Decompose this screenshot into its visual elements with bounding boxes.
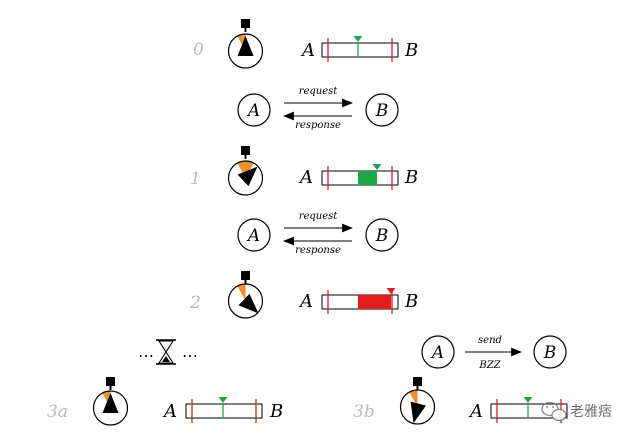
node-b-circle (533, 335, 567, 369)
node-a-label: A (162, 401, 177, 422)
green-pointer-icon (372, 164, 382, 170)
step-label: 3b (353, 402, 375, 422)
node-b-label: B (404, 167, 418, 188)
window-bar (185, 397, 263, 423)
ellipsis-right: … (182, 342, 198, 361)
node-b-label: B (269, 401, 283, 422)
stopwatch-icon (227, 19, 264, 69)
node-a-label: A (298, 291, 313, 312)
filled-segment (358, 295, 391, 309)
send-label: send (478, 335, 502, 346)
green-pointer-icon (353, 36, 363, 42)
request-label: request (299, 211, 339, 222)
step-0: 0 A B (193, 19, 418, 69)
stopwatch-icon (399, 377, 436, 425)
node-a-circle (237, 218, 271, 252)
watermark: 老雅痞 (541, 401, 612, 422)
response-label: response (295, 245, 341, 256)
filled-segment (358, 171, 377, 185)
window-bar (321, 36, 399, 62)
send-exchange: A B send BZZ (421, 335, 567, 371)
node-b-circle (365, 218, 399, 252)
node-a-label: A (430, 343, 444, 363)
node-b-label: B (404, 40, 418, 61)
step-3b: 3b A (353, 377, 568, 425)
window-bar (321, 288, 399, 314)
node-a-circle (421, 335, 455, 369)
stopwatch-icon (92, 377, 129, 426)
red-pointer-icon (386, 288, 396, 294)
exchange-1: A B request response (237, 86, 399, 131)
step-2: 2 A B (189, 271, 418, 319)
node-a-label: A (246, 101, 260, 121)
node-a-label: A (300, 40, 315, 61)
node-b-label: B (375, 226, 389, 246)
bzz-label: BZZ (478, 360, 501, 371)
window-bar (321, 164, 399, 190)
stopwatch-icon (227, 271, 264, 319)
exchange-2: A B request response (237, 211, 399, 256)
node-b-label: B (404, 291, 418, 312)
response-label: response (295, 120, 341, 131)
node-a-label: A (298, 167, 313, 188)
step-label: 1 (190, 169, 201, 189)
node-b-circle (365, 93, 399, 127)
hourglass-icon (156, 339, 176, 365)
step-label: 0 (193, 40, 204, 60)
ellipsis-left: … (138, 342, 154, 361)
watermark-text: 老雅痞 (570, 404, 612, 420)
node-a-label: A (246, 226, 260, 246)
wechat-icon (541, 401, 567, 422)
step-label: 2 (189, 293, 201, 313)
request-label: request (299, 86, 339, 97)
node-a-circle (237, 93, 271, 127)
step-1: 1 A B (190, 146, 418, 196)
node-b-label: B (375, 101, 389, 121)
node-a-label: A (468, 401, 483, 422)
green-pointer-icon (218, 397, 228, 403)
green-pointer-icon (523, 397, 533, 403)
stopwatch-icon (227, 146, 264, 196)
node-b-label: B (543, 343, 557, 363)
step-label: 3a (47, 402, 68, 422)
step-3a: 3a A B (47, 377, 283, 426)
wait-marker: … … (138, 339, 198, 365)
